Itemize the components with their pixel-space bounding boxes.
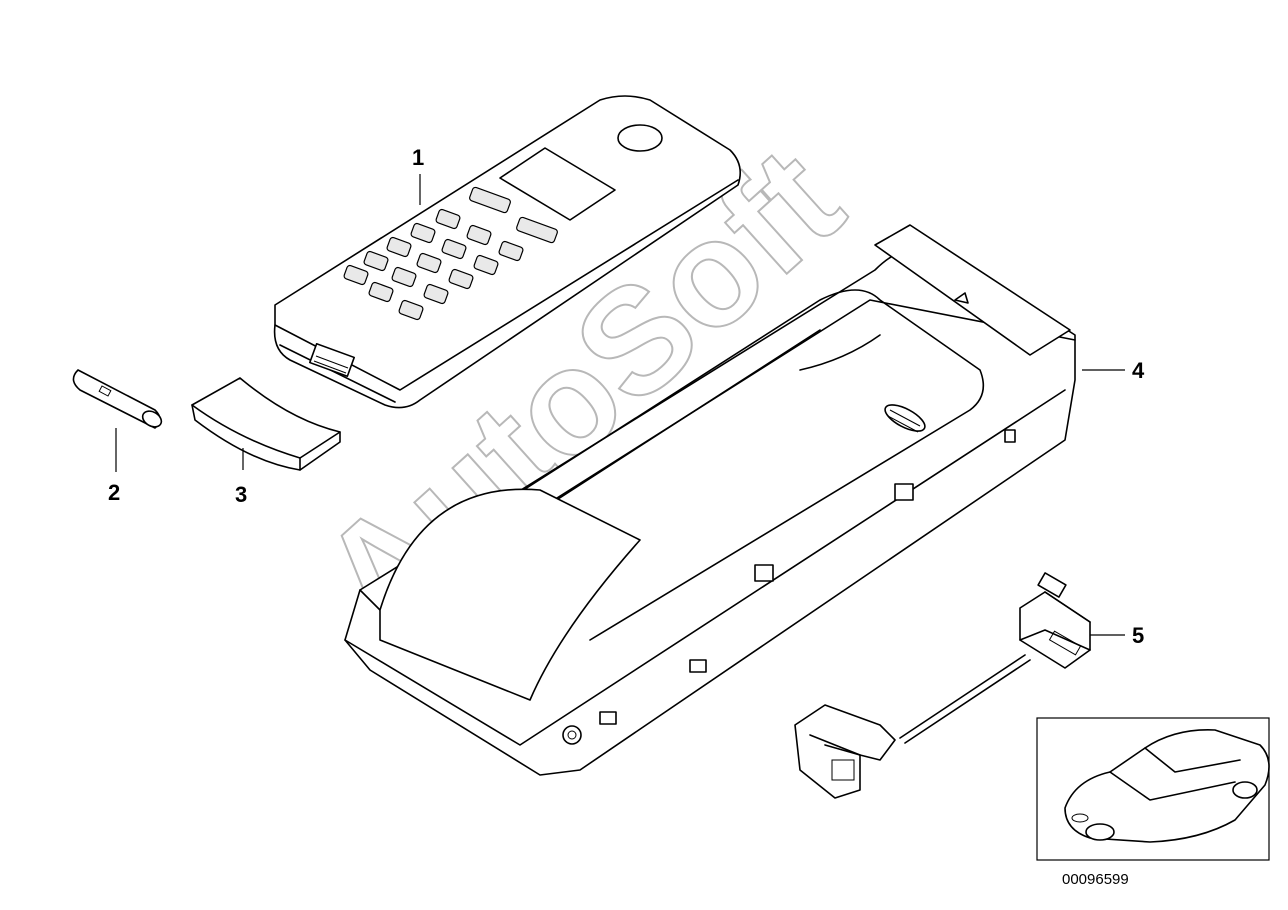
callout-1: 1: [412, 145, 424, 170]
part-1-handset[interactable]: [273, 95, 741, 409]
callout-2: 2: [108, 480, 120, 505]
diagram-reference-number: 00096599: [1062, 871, 1129, 888]
keypad: [343, 186, 558, 321]
callout-3: 3: [235, 482, 247, 507]
car-location-inset: [1036, 717, 1270, 861]
part-2-cylinder[interactable]: [72, 369, 164, 430]
callout-4: 4: [1132, 358, 1145, 383]
part-4-cradle[interactable]: [344, 224, 1076, 776]
part-3-cover[interactable]: [191, 377, 341, 471]
leader-lines: [115, 174, 1125, 636]
callout-5: 5: [1132, 623, 1144, 648]
part-5-cable-connector[interactable]: [794, 572, 1091, 799]
car-icon: [1064, 729, 1270, 843]
